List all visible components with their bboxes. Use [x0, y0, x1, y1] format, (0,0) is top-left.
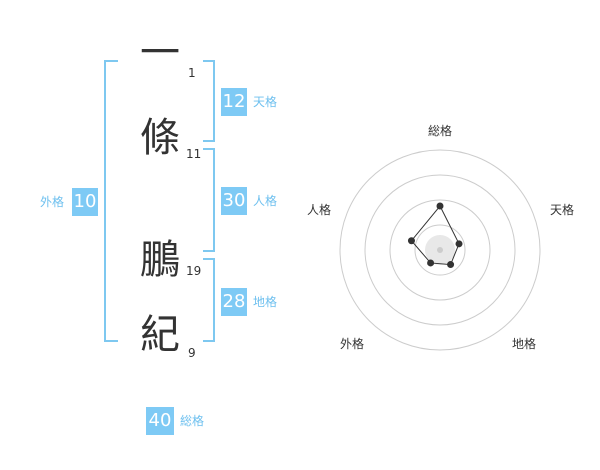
gaikaku-bracket	[104, 60, 118, 342]
radar-axis-label-tenkaku: 天格	[550, 203, 575, 217]
name-char-1: 一	[140, 30, 180, 76]
radar-point-0	[436, 202, 444, 210]
radar-axis-label-soukaku: 総格	[428, 124, 453, 138]
tenkaku-value: 12	[221, 88, 247, 116]
radar-point-3	[427, 259, 435, 267]
radar-grid-circle	[364, 174, 516, 326]
radar-grid-circle	[414, 224, 466, 276]
stroke-count-4: 9	[188, 346, 196, 360]
radar-axis-label-gaikaku: 外格	[340, 337, 365, 351]
jinkaku-bracket	[203, 148, 215, 252]
radar-grid-circle	[339, 149, 541, 351]
name-char-3: 鵬	[140, 237, 180, 283]
stroke-count-3: 19	[186, 264, 202, 278]
soukaku-label: 総格	[180, 414, 205, 428]
soukaku-value: 40	[146, 407, 174, 435]
stroke-count-2: 11	[186, 147, 202, 161]
jinkaku-label: 人格	[253, 194, 278, 208]
radar-axis-label-chikaku: 地格	[512, 337, 537, 351]
radar-axis-label-jinkaku: 人格	[307, 203, 332, 217]
gaikaku-label: 外格	[40, 195, 65, 209]
jinkaku-value: 30	[221, 187, 247, 215]
radar-point-1	[455, 240, 463, 248]
radar-point-4	[407, 237, 415, 245]
stroke-count-1: 1	[188, 66, 196, 80]
radar-grid-circle	[389, 199, 491, 301]
radar-data-polygon	[410, 205, 460, 266]
tenkaku-bracket	[203, 60, 215, 142]
gaikaku-value: 10	[72, 188, 98, 216]
chikaku-value: 28	[221, 288, 247, 316]
tenkaku-label: 天格	[253, 95, 278, 109]
chikaku-label: 地格	[253, 295, 278, 309]
name-char-2: 條	[140, 115, 180, 161]
radar-center-dot	[437, 247, 443, 253]
name-char-4: 紀	[140, 312, 180, 358]
chikaku-bracket	[203, 258, 215, 342]
radar-point-2	[447, 261, 455, 269]
